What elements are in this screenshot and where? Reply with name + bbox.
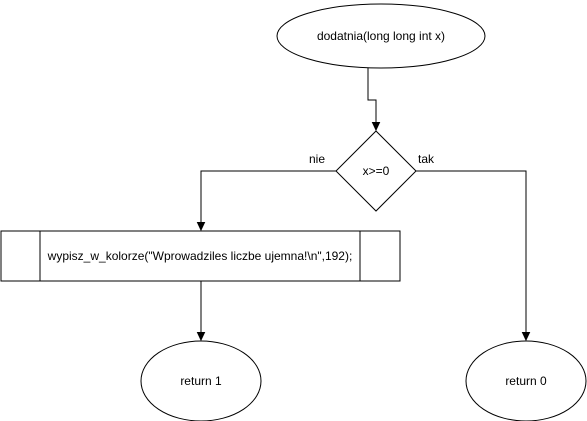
return-right-label: return 0: [505, 374, 547, 388]
process-box: [0, 230, 401, 282]
start-label: dodatnia(long long int x): [317, 29, 445, 43]
edge-decision-no: nie: [196, 152, 336, 232]
start-ellipse: [276, 3, 486, 69]
edge-start-to-decision: [367, 68, 381, 132]
decision-diamond: [335, 130, 417, 212]
edge-process-to-return-left: [196, 281, 206, 342]
start-node[interactable]: dodatnia(long long int x): [276, 3, 486, 69]
process-node[interactable]: wypisz_w_kolorze("Wprowadziles liczbe uj…: [0, 230, 401, 282]
edge-decision-yes-line: [416, 170, 527, 334]
edge-decision-yes: tak: [416, 152, 531, 342]
return-right-node[interactable]: return 0: [465, 340, 587, 421]
edge-decision-no-line: [200, 170, 336, 224]
edge-yes-label: tak: [418, 152, 435, 166]
edge-start-to-decision-arrowhead: [371, 122, 381, 132]
return-right-ellipse: [465, 340, 587, 421]
decision-node[interactable]: x>=0: [335, 130, 417, 212]
return-left-node[interactable]: return 1: [140, 340, 262, 421]
return-left-ellipse: [140, 340, 262, 421]
return-left-label: return 1: [180, 374, 222, 388]
decision-label: x>=0: [363, 164, 390, 178]
edge-start-to-decision-line: [367, 68, 377, 124]
edge-process-to-return-left-arrowhead: [196, 332, 206, 342]
edge-no-label: nie: [309, 152, 325, 166]
edge-decision-yes-arrowhead: [521, 332, 531, 342]
process-label: wypisz_w_kolorze("Wprowadziles liczbe uj…: [47, 249, 353, 263]
edge-decision-no-arrowhead: [196, 222, 206, 232]
